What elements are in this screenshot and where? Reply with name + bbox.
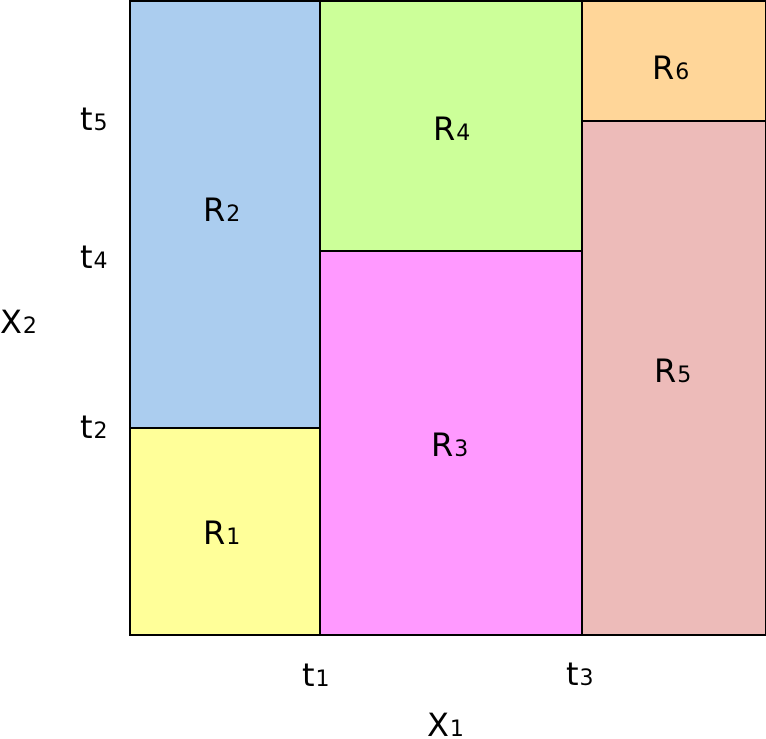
x-tick-t1: t1 — [302, 656, 330, 694]
region-label-r4: R4 — [433, 110, 470, 148]
x-axis-label: X1 — [427, 706, 464, 739]
y-tick-t2: t2 — [80, 408, 108, 446]
region-label-r6: R6 — [652, 49, 689, 87]
region-label-r1: R1 — [203, 514, 240, 552]
y-tick-t4: t4 — [80, 238, 108, 276]
region-label-r3: R3 — [431, 426, 468, 464]
plot-frame — [129, 0, 766, 636]
y-tick-t5: t5 — [80, 100, 108, 138]
region-r4 — [319, 0, 583, 252]
region-r2 — [129, 0, 321, 429]
region-r6 — [581, 0, 766, 122]
region-r5 — [581, 120, 766, 636]
region-label-r2: R2 — [203, 191, 240, 229]
region-label-r5: R5 — [654, 352, 691, 390]
y-axis-label: X2 — [0, 303, 37, 341]
x-tick-t3: t3 — [566, 655, 594, 693]
region-r1 — [129, 427, 321, 636]
